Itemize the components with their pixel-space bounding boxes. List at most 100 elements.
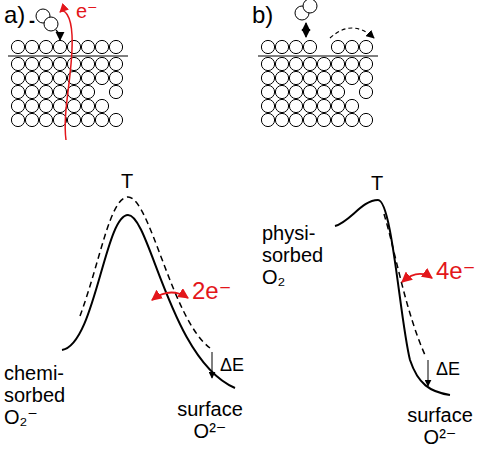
lattice-atom <box>303 85 316 98</box>
lattice-atom <box>67 57 80 70</box>
lattice-atom <box>275 99 288 112</box>
lattice-atom <box>39 113 52 126</box>
lattice-atom <box>11 40 24 53</box>
lattice-atom <box>81 71 94 84</box>
lattice-atom <box>81 40 94 53</box>
delta-e-arrow <box>428 360 429 386</box>
lattice-atom <box>25 85 38 98</box>
transition-label: T <box>121 170 133 192</box>
surface-line <box>258 55 378 56</box>
lattice-atom <box>95 113 108 126</box>
lattice-atom <box>289 99 302 112</box>
lattice-atom <box>261 40 274 53</box>
lattice-atom <box>331 57 344 70</box>
lattice <box>261 40 372 126</box>
lattice-atom <box>345 113 358 126</box>
lattice-atom <box>53 85 66 98</box>
electron-label: e⁻ <box>76 0 98 22</box>
lattice-atom <box>345 99 358 112</box>
lattice-atom <box>81 113 94 126</box>
lattice <box>11 40 122 126</box>
delta-e-arrow <box>212 352 213 378</box>
lattice-atom <box>303 71 316 84</box>
lattice-atom <box>275 40 288 53</box>
lattice-atom <box>303 57 316 70</box>
lattice-atom <box>303 99 316 112</box>
lattice-atom <box>25 99 38 112</box>
lattice-atom <box>331 71 344 84</box>
hop-arrow <box>330 28 374 38</box>
lattice-atom <box>275 57 288 70</box>
energy-curve <box>62 215 235 388</box>
lattice-atom <box>95 99 108 112</box>
lattice-atom <box>81 57 94 70</box>
lattice-atom <box>67 99 80 112</box>
lattice-atom <box>317 85 330 98</box>
lattice-atom <box>67 85 80 98</box>
energy-curve <box>335 200 450 395</box>
lattice-atom <box>359 71 372 84</box>
energy-curve-dashed <box>80 197 210 348</box>
lattice-atom <box>345 57 358 70</box>
lattice-atom <box>289 113 302 126</box>
electron-count: 4e⁻ <box>436 258 475 284</box>
lattice-atom <box>317 71 330 84</box>
energy-curve-dashed <box>384 214 425 355</box>
lattice-atom <box>261 85 274 98</box>
lattice-atom <box>53 99 66 112</box>
electron-transfer-arrow <box>402 274 432 282</box>
adsorption-arrow <box>56 30 60 40</box>
lattice-atom <box>95 71 108 84</box>
lattice-atom <box>317 57 330 70</box>
lattice-atom <box>317 99 330 112</box>
energy-difference: ΔE <box>220 356 244 376</box>
lattice-atom <box>345 40 358 53</box>
oxygen-atom <box>303 0 317 13</box>
oxygen-atom <box>44 17 58 31</box>
lattice-atom <box>39 57 52 70</box>
lattice-atom <box>39 71 52 84</box>
panel-label: a) <box>4 2 25 28</box>
lattice-atom <box>53 57 66 70</box>
lattice-atom <box>345 71 358 84</box>
lattice-atom <box>11 85 24 98</box>
lattice-atom <box>275 113 288 126</box>
lattice-atom <box>289 40 302 53</box>
lattice-atom <box>289 71 302 84</box>
lattice-atom <box>81 99 94 112</box>
lattice-atom <box>109 113 122 126</box>
lattice-atom <box>275 85 288 98</box>
lattice-atom <box>359 40 372 53</box>
lattice-atom <box>39 99 52 112</box>
electron-transfer-arrow <box>152 292 188 300</box>
lattice-atom <box>109 57 122 70</box>
lattice-atom <box>261 113 274 126</box>
lattice-atom <box>289 57 302 70</box>
lattice-atom <box>109 40 122 53</box>
lattice-atom <box>261 71 274 84</box>
charge-sign: - <box>29 12 35 32</box>
lattice-atom <box>67 113 80 126</box>
lattice-atom <box>317 113 330 126</box>
lattice-atom <box>25 113 38 126</box>
surface-line <box>8 55 128 56</box>
lattice-atom <box>53 71 66 84</box>
lattice-atom <box>289 85 302 98</box>
lattice-atom <box>331 99 344 112</box>
lattice-atom <box>25 57 38 70</box>
electron-path <box>60 11 72 140</box>
lattice-atom <box>359 85 372 98</box>
lattice-atom <box>39 40 52 53</box>
transition-label: T <box>371 172 383 194</box>
lattice-atom <box>331 113 344 126</box>
physisorption-arrow <box>305 23 306 37</box>
lattice-atom <box>109 71 122 84</box>
lattice-atom <box>261 99 274 112</box>
lattice-atom <box>95 57 108 70</box>
lattice-atom <box>95 40 108 53</box>
lattice-atom <box>359 57 372 70</box>
energy-difference: ΔE <box>436 360 460 380</box>
lattice-atom <box>303 40 316 53</box>
lattice-atom <box>39 85 52 98</box>
state-label: surface O²⁻ <box>398 404 482 448</box>
